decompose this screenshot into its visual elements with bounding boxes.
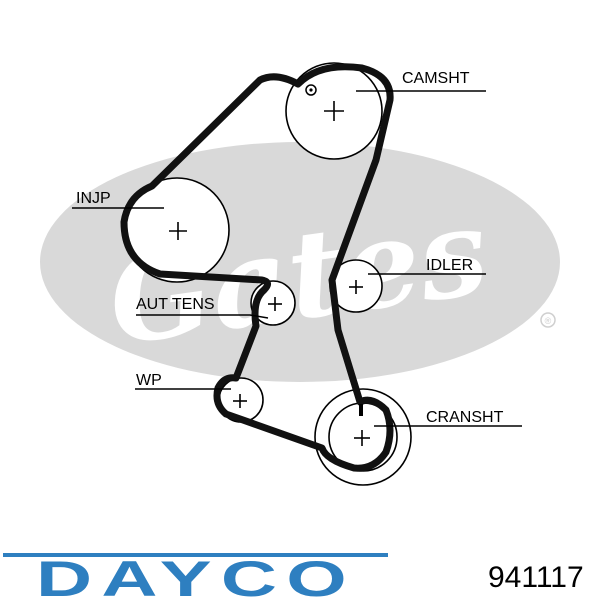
leader-lines — [72, 90, 522, 427]
registered-mark: ® — [545, 316, 552, 326]
pulley-centers — [169, 84, 370, 446]
injection-pump-center-icon — [169, 222, 187, 240]
label-water-pump: WP — [136, 372, 162, 389]
water-pump-center-icon — [233, 394, 247, 408]
gates-watermark: Gates ® — [40, 142, 560, 382]
label-idler: IDLER — [426, 257, 473, 274]
part-number: 941117 — [488, 561, 584, 594]
label-camshaft: CAMSHT — [402, 70, 470, 87]
label-auto-tensioner: AUT TENS — [136, 296, 215, 313]
crankshaft-center-icon — [354, 404, 370, 446]
dayco-wordmark: DAYCO — [36, 551, 356, 600]
registered-mark-icon — [540, 312, 556, 328]
dayco-logo: DAYCO — [3, 551, 388, 600]
label-injection-pump: INJP — [76, 190, 111, 207]
idler-center-icon — [349, 280, 363, 294]
timing-belt — [120, 63, 394, 472]
label-crankshaft: CRANSHT — [426, 409, 504, 426]
auto-tensioner-center-icon — [268, 297, 282, 311]
camshaft-center-icon — [305, 84, 344, 121]
